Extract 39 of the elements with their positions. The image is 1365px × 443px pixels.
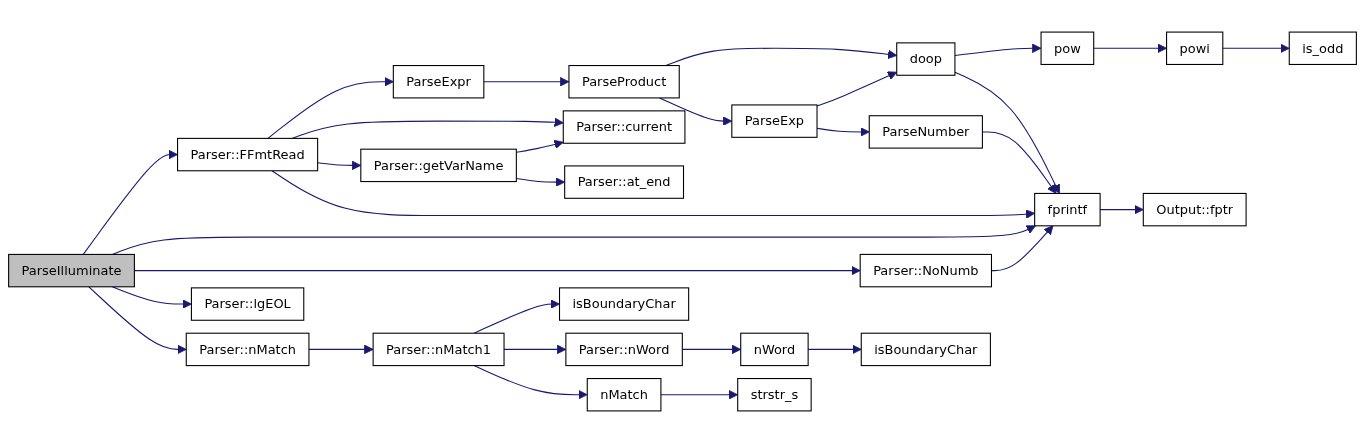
arrow <box>954 43 1042 56</box>
arrow <box>308 344 374 355</box>
arrow <box>473 299 560 334</box>
node-box: ParseIlluminate <box>8 253 135 288</box>
arrow <box>291 117 564 139</box>
node-box: ParseNumber <box>868 115 983 149</box>
node-box: ParseExp <box>731 104 818 138</box>
node-box: Parser::at_end <box>564 165 685 199</box>
node-box: Output::fptr <box>1142 192 1247 227</box>
node-box: ParseExpr <box>392 65 485 99</box>
arrow <box>473 365 588 400</box>
node-box: Parser::nMatch1 <box>372 332 505 367</box>
node-box: powi <box>1166 31 1224 65</box>
arrow <box>1093 43 1167 53</box>
node-box: Parser::NoNumb <box>859 253 992 288</box>
node-box: strstr_s <box>737 378 812 412</box>
node-box: is_odd <box>1288 31 1357 65</box>
arrow <box>816 71 898 107</box>
arrow <box>111 286 192 309</box>
node-box: nMatch <box>586 378 662 412</box>
node-box: Parser::lgEOL <box>190 287 305 321</box>
node-box: pow <box>1040 31 1095 65</box>
arrow <box>82 149 178 255</box>
arrow <box>1222 43 1290 53</box>
node-box: doop <box>896 42 956 76</box>
node-box: fprintf <box>1034 192 1101 227</box>
node-box: nWord <box>740 332 809 367</box>
node-box: Parser::current <box>562 110 686 144</box>
node-box: Parser::nWord <box>565 332 683 367</box>
arrow <box>111 225 1036 255</box>
node-box: Parser::nMatch <box>185 332 310 367</box>
arrow <box>88 286 187 355</box>
arrow <box>954 71 1060 194</box>
node-box: Parser::getVarName <box>360 148 517 183</box>
node-box: ParseProduct <box>568 65 680 99</box>
node-box: isBoundaryChar <box>860 332 991 367</box>
arrow <box>267 77 394 139</box>
node-box: Parser::FFmtRead <box>177 137 319 172</box>
node-box: isBoundaryChar <box>559 287 690 321</box>
